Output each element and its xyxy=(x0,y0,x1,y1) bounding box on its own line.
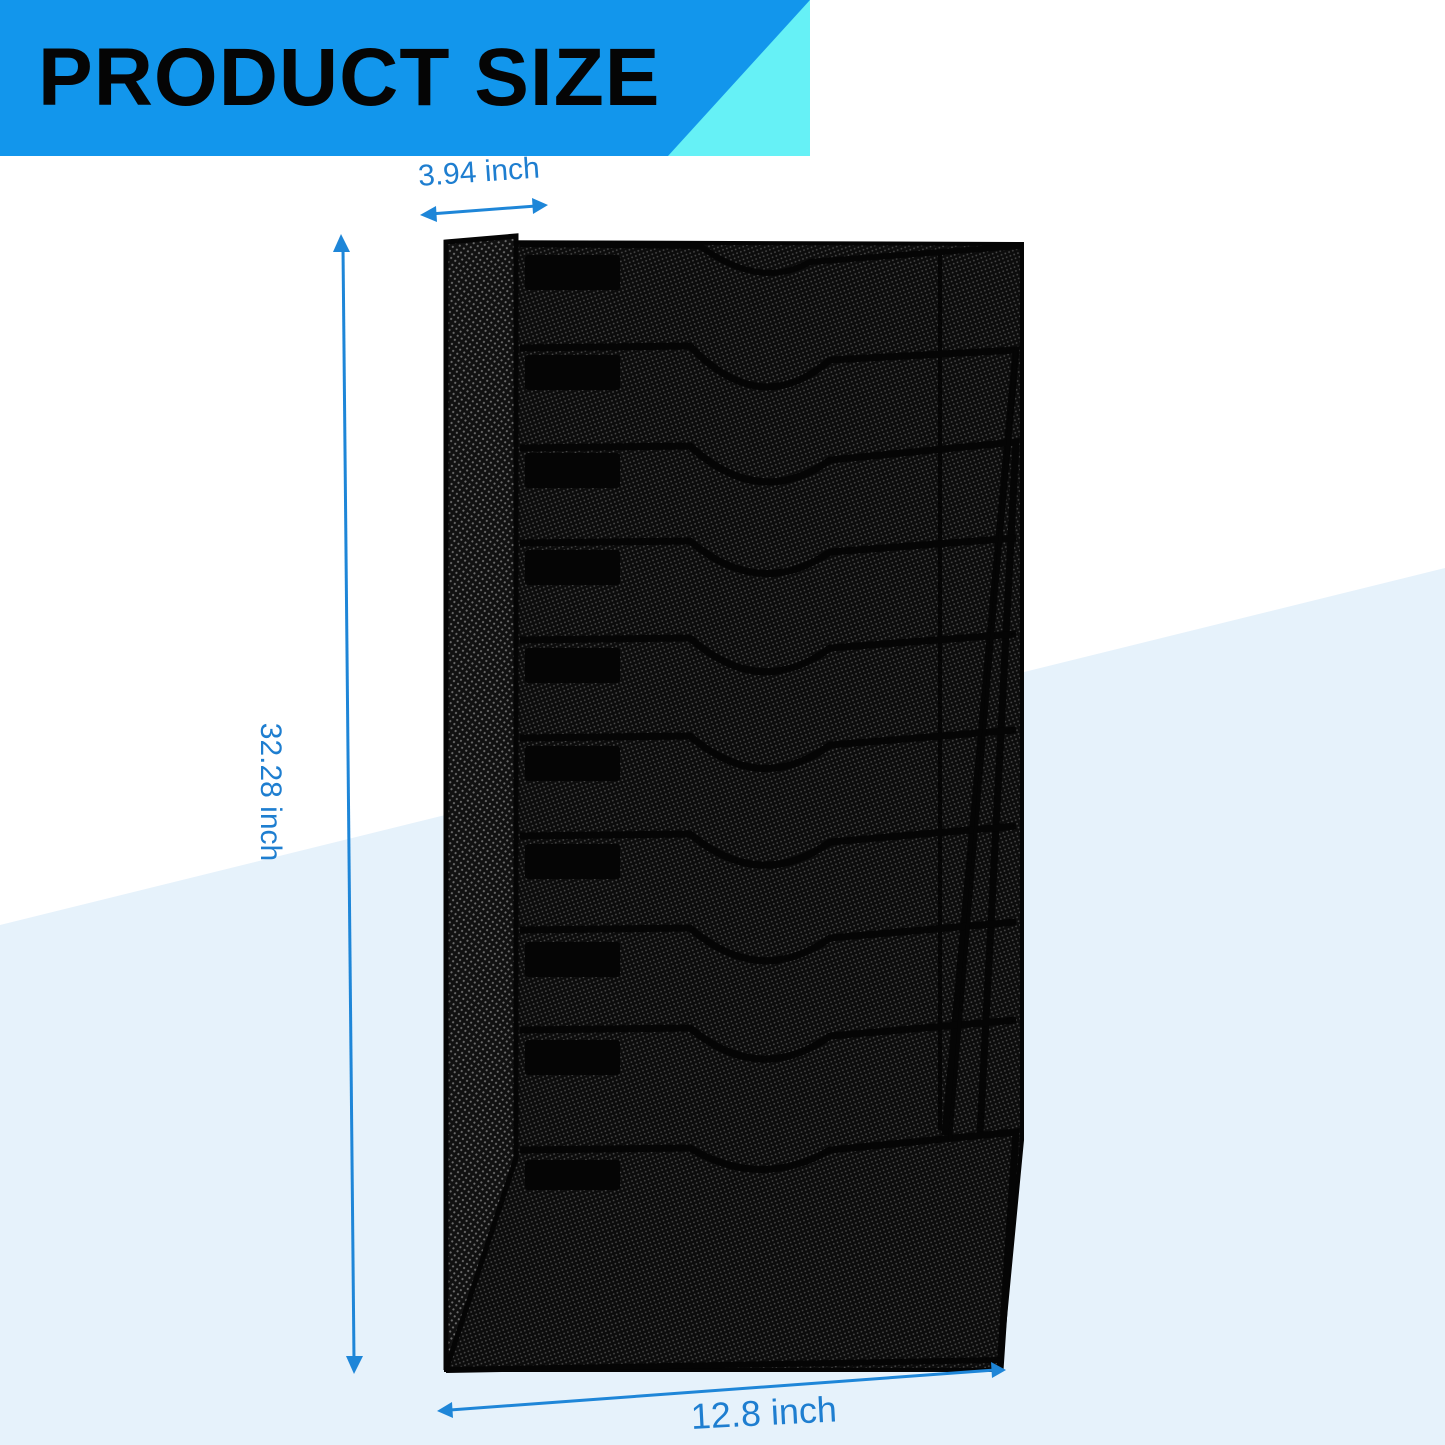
width-arrow-icon xyxy=(437,1362,1006,1418)
banner-shape xyxy=(0,0,810,156)
height-dimension-label: 32.28 inch xyxy=(254,722,287,862)
page-title: PRODUCT SIZE xyxy=(38,32,661,123)
header-banner: PRODUCT SIZE xyxy=(0,0,810,156)
width-dimension-label: 12.8 inch xyxy=(689,1388,838,1437)
tier-group xyxy=(519,342,1020,1371)
depth-arrow-icon xyxy=(420,198,548,222)
height-arrow-icon xyxy=(333,234,363,1374)
